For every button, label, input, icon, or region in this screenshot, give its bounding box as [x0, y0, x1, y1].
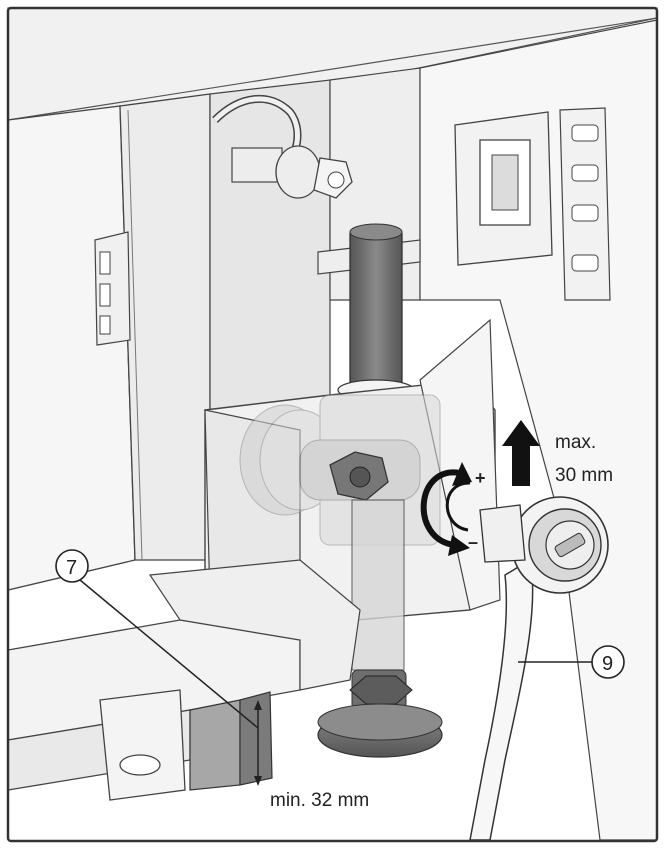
min-height-label: min. 32 mm — [270, 790, 369, 811]
max-height-label: max. — [555, 432, 596, 453]
callout-7: 7 — [55, 549, 259, 729]
callout-9: 9 — [518, 645, 625, 679]
svg-text:7: 7 — [66, 557, 77, 579]
adjustment-rod — [337, 223, 415, 401]
hex-nut — [329, 451, 389, 501]
svg-text:9: 9 — [602, 653, 613, 675]
base-frame — [7, 559, 361, 801]
up-arrow-icon — [502, 420, 540, 486]
left-side-panel — [7, 105, 136, 591]
minus-label: – — [468, 532, 478, 552]
plus-label: + — [475, 468, 486, 488]
rotation-arrow-icon — [420, 462, 472, 556]
left-bracket — [94, 231, 131, 346]
hex-bolt — [231, 145, 353, 199]
max-height-value: 30 mm — [555, 465, 613, 486]
spacer-block — [189, 691, 273, 791]
right-bracket — [454, 107, 611, 301]
leveling-foot — [317, 499, 443, 758]
hose — [212, 94, 302, 163]
wrench-tool — [469, 496, 609, 841]
diagram-frame — [6, 6, 659, 843]
